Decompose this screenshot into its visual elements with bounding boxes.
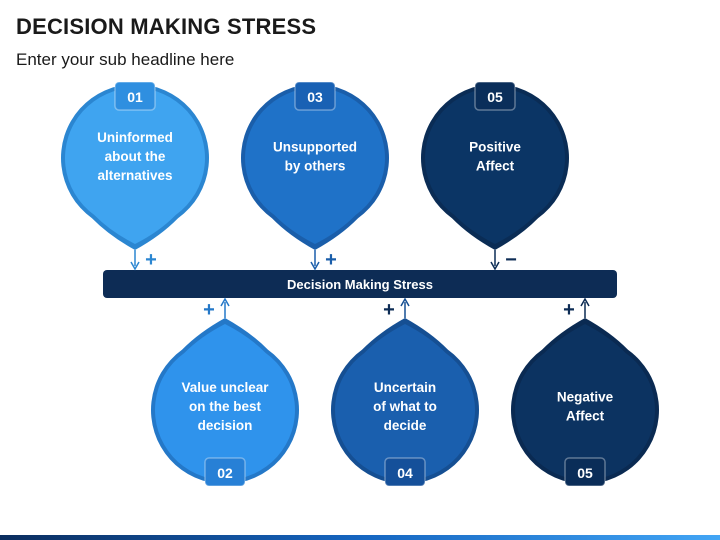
plus-icon: +	[563, 299, 575, 321]
drop-body	[425, 87, 565, 244]
drop-text-line: Unsupported	[273, 140, 357, 155]
center-bar-label: Decision Making Stress	[287, 277, 433, 292]
drop-text-line: Affect	[476, 159, 515, 174]
page-title: DECISION MAKING STRESS	[16, 14, 317, 39]
drop-body	[515, 324, 655, 481]
drop-text-line: about the	[105, 149, 166, 164]
number-badge	[204, 457, 246, 487]
drop-body	[245, 87, 386, 244]
number-badge-label: 02	[217, 465, 233, 481]
drop-text-line: by others	[285, 159, 346, 174]
number-badge	[114, 81, 156, 111]
plus-icon: +	[325, 249, 337, 271]
drop-text-line: Negative	[557, 390, 614, 405]
arrow-up-icon	[220, 297, 230, 307]
center-bar	[103, 270, 617, 298]
drop-text-line: Uninformed	[97, 130, 173, 145]
drop-text-line: Affect	[566, 409, 605, 424]
number-badge	[474, 81, 516, 111]
arrow-down-icon	[310, 261, 320, 271]
drop-text-line: on the best	[189, 399, 262, 414]
arrow-down-icon	[130, 261, 140, 271]
arrow-up-icon	[400, 297, 410, 307]
arrow-down-icon	[490, 261, 500, 271]
drop-text-line: Uncertain	[374, 380, 436, 395]
number-badge-label: 01	[127, 89, 143, 105]
drop-text-line: Positive	[469, 140, 521, 155]
drop-body	[65, 88, 206, 245]
number-badge	[294, 81, 336, 111]
page-subtitle: Enter your sub headline here	[16, 50, 235, 69]
drop-text-line: Value unclear	[181, 380, 269, 395]
number-badge	[384, 457, 426, 487]
bottom-drop-02: 02 Value unclear on the best decision +	[151, 297, 299, 487]
drop-text-line: decide	[384, 418, 427, 433]
number-badge-label: 04	[397, 465, 413, 481]
number-badge-label: 03	[307, 89, 323, 105]
drop-text-line: of what to	[373, 399, 437, 414]
drop-text-line: decision	[198, 418, 253, 433]
bottom-drop-04: 04 Uncertain of what to decide +	[331, 297, 479, 487]
drop-text-line: alternatives	[97, 168, 172, 183]
number-badge-label: 05	[577, 465, 593, 481]
number-badge-label: 05	[487, 89, 503, 105]
minus-icon: −	[505, 249, 517, 271]
plus-icon: +	[203, 299, 215, 321]
bottom-accent-band	[0, 535, 720, 540]
drop-body	[335, 324, 476, 481]
number-badge	[564, 457, 606, 487]
drop-body	[155, 324, 296, 481]
plus-icon: +	[383, 299, 395, 321]
arrow-up-icon	[580, 297, 590, 307]
plus-icon: +	[145, 249, 157, 271]
